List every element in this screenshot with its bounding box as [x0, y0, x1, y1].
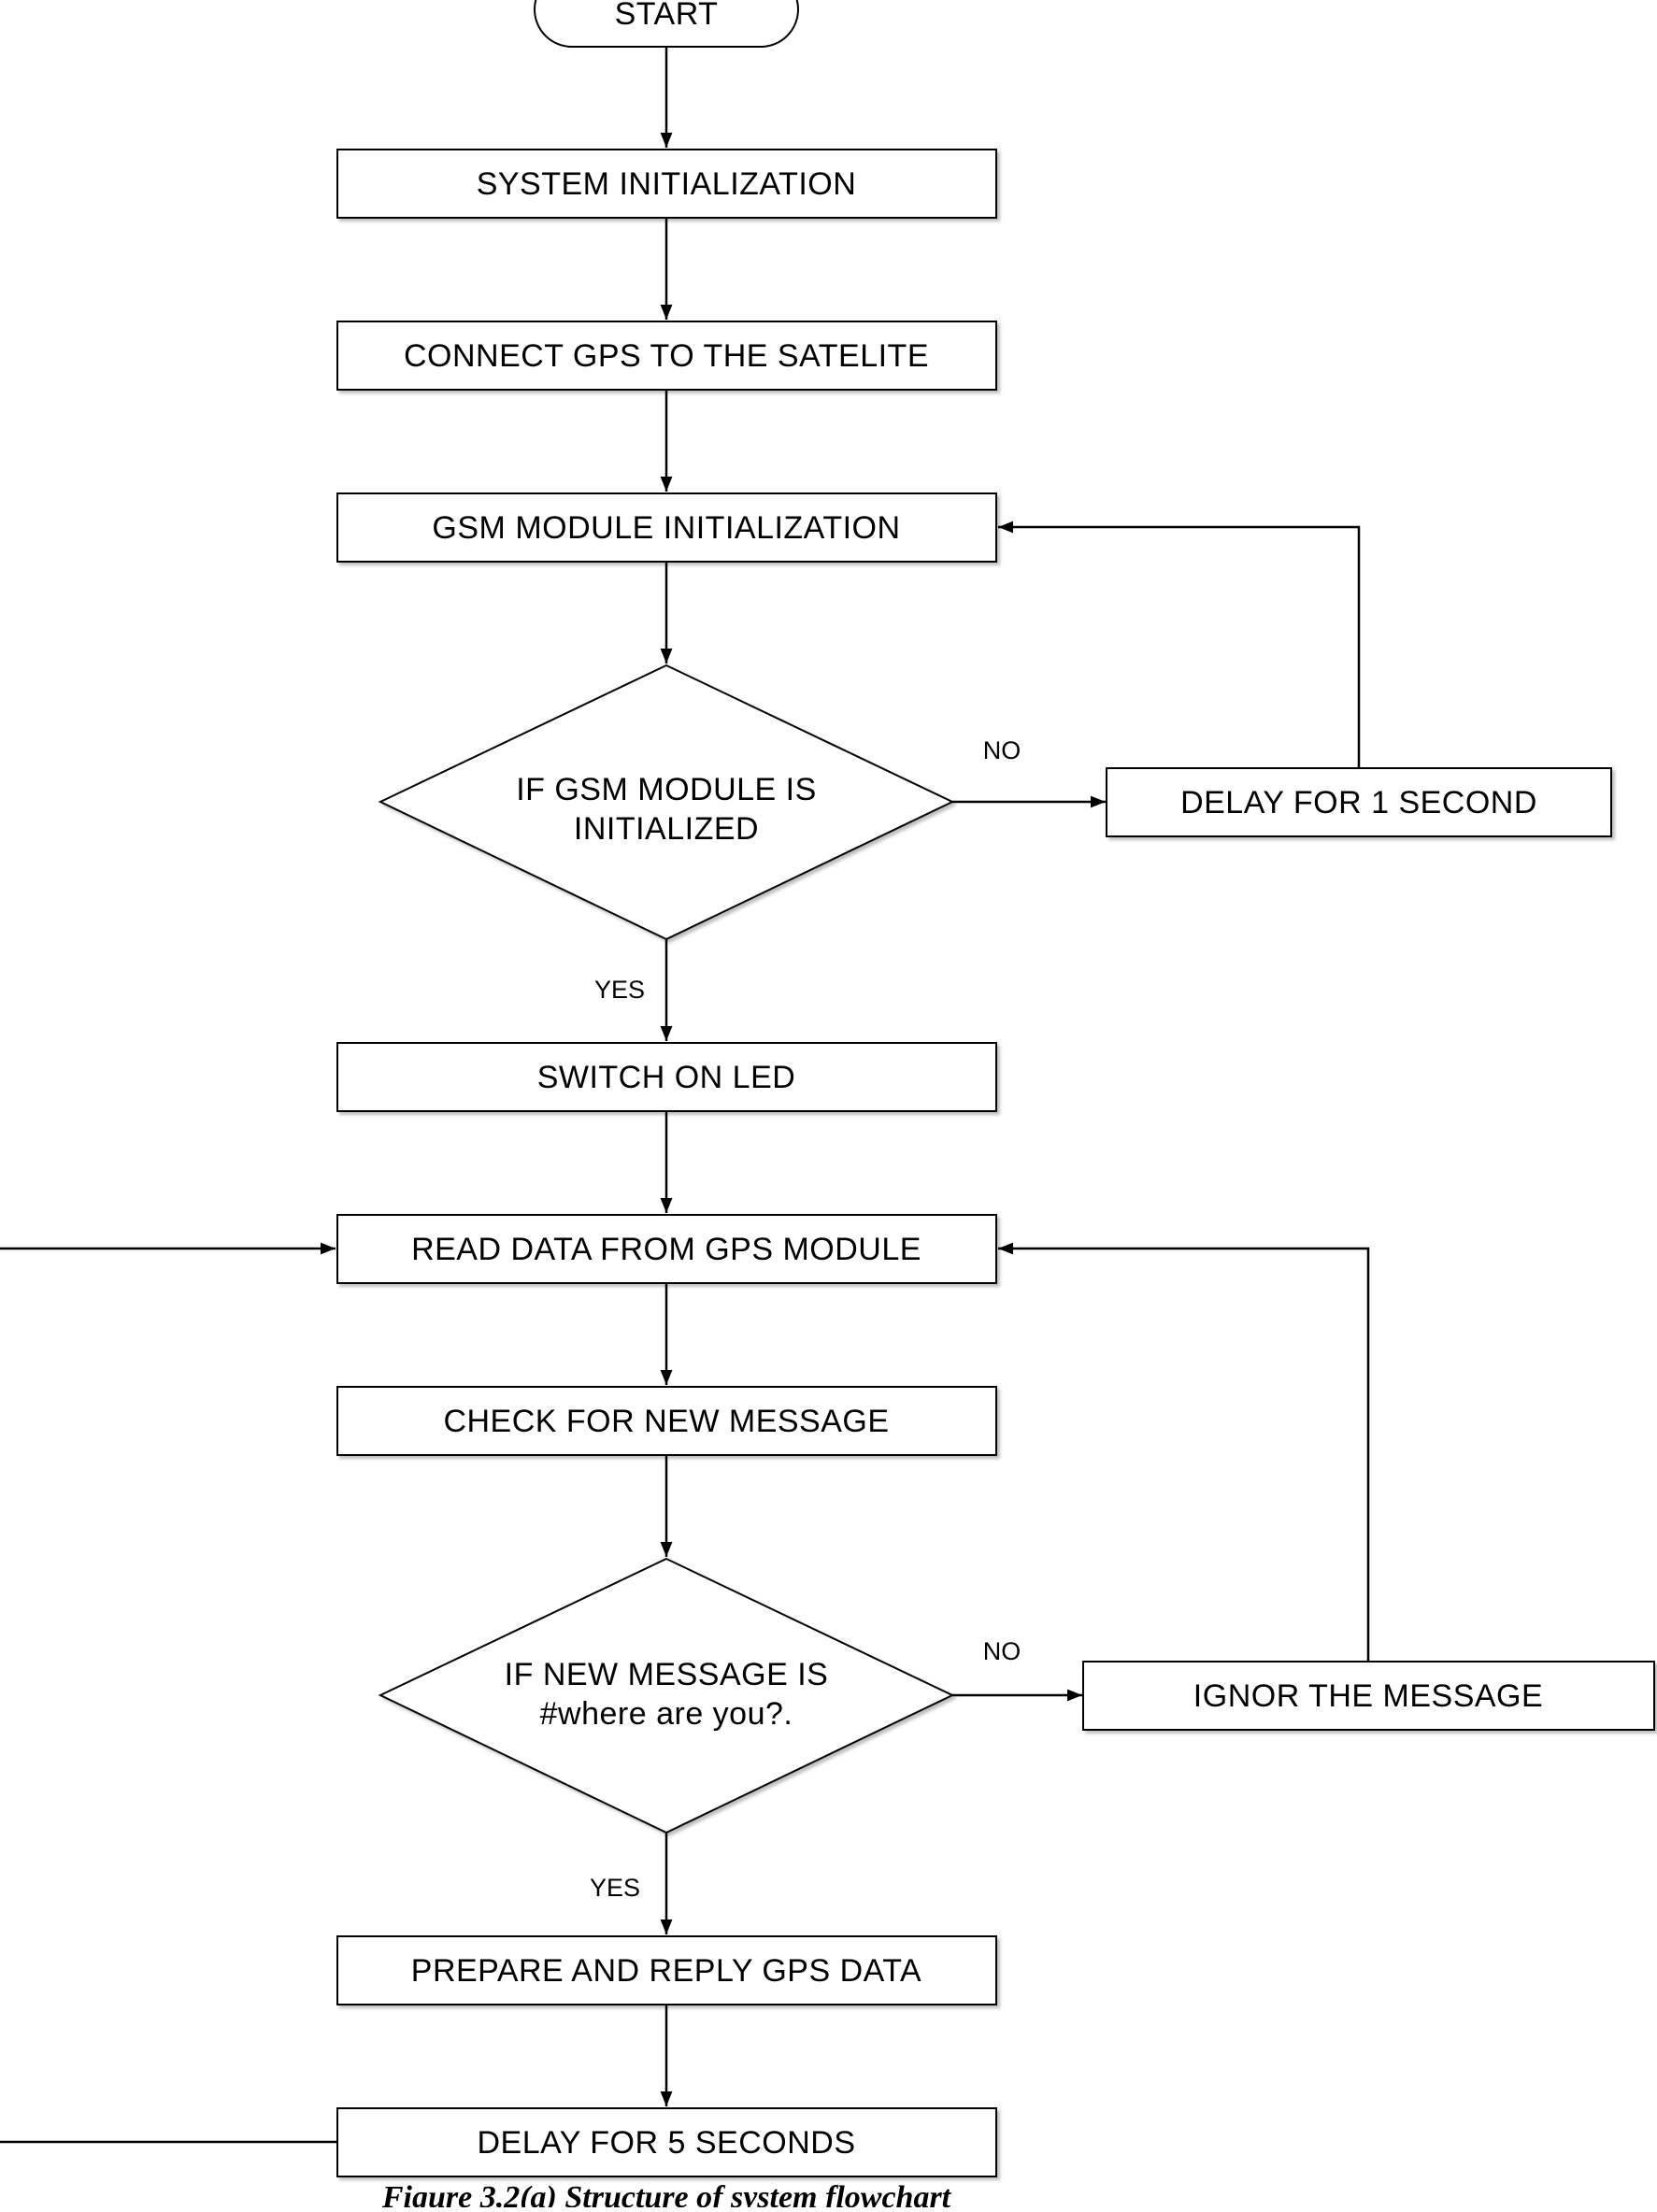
ignore-msg-box: IGNOR THE MESSAGE — [1082, 1661, 1655, 1731]
edge-ignore-loop — [998, 1242, 1370, 1662]
gsm-decision-diamond: IF GSM MODULE IS INITIALIZED — [378, 664, 955, 941]
msg-decision-line1: IF NEW MESSAGE IS — [505, 1657, 829, 1692]
figure-caption: Figure 3.2(a) Structure of system flowch… — [381, 2180, 952, 2207]
read-gps-label: READ DATA FROM GPS MODULE — [411, 1232, 921, 1267]
msg-no-label: NO — [983, 1637, 1021, 1665]
system-init-label: SYSTEM INITIALIZATION — [477, 166, 857, 202]
gsm-init-box: GSM MODULE INITIALIZATION — [336, 492, 997, 563]
start-label: START — [615, 0, 719, 32]
edge-delay1-loop — [998, 521, 1361, 768]
prepare-reply-box: PREPARE AND REPLY GPS DATA — [336, 1935, 997, 2005]
connect-gps-label: CONNECT GPS TO THE SATELITE — [404, 338, 929, 374]
msg-yes-label: YES — [590, 1874, 640, 1902]
start-terminator: START — [534, 0, 799, 48]
gsm-yes-label: YES — [594, 976, 645, 1004]
delay-1-box: DELAY FOR 1 SECOND — [1106, 767, 1612, 837]
delay-1-label: DELAY FOR 1 SECOND — [1180, 785, 1537, 821]
system-init-box: SYSTEM INITIALIZATION — [336, 149, 997, 219]
gsm-decision-line1: IF GSM MODULE IS — [516, 772, 817, 807]
gsm-init-label: GSM MODULE INITIALIZATION — [432, 510, 900, 546]
gsm-no-label: NO — [983, 736, 1021, 764]
msg-decision-diamond: IF NEW MESSAGE IS #where are you?. — [378, 1557, 955, 1834]
delay-5-label: DELAY FOR 5 SECONDS — [477, 2125, 855, 2161]
connect-gps-box: CONNECT GPS TO THE SATELITE — [336, 321, 997, 391]
ignore-msg-label: IGNOR THE MESSAGE — [1193, 1678, 1543, 1714]
check-msg-label: CHECK FOR NEW MESSAGE — [443, 1404, 889, 1439]
msg-decision-line2: #where are you?. — [540, 1696, 793, 1732]
switch-led-box: SWITCH ON LED — [336, 1042, 997, 1112]
gsm-decision-line2: INITIALIZED — [574, 811, 759, 847]
read-gps-box: READ DATA FROM GPS MODULE — [336, 1214, 997, 1284]
check-msg-box: CHECK FOR NEW MESSAGE — [336, 1386, 997, 1456]
prepare-reply-label: PREPARE AND REPLY GPS DATA — [411, 1953, 921, 1989]
switch-led-label: SWITCH ON LED — [537, 1060, 796, 1095]
delay-5-box: DELAY FOR 5 SECONDS — [336, 2107, 997, 2177]
